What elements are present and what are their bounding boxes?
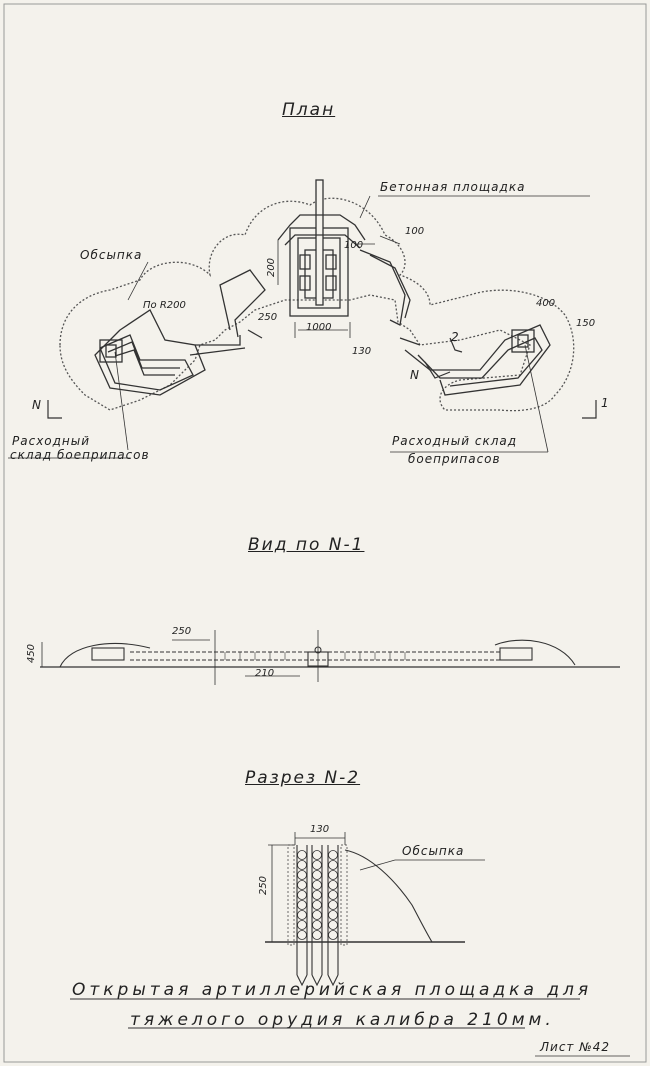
section-mark-n-mid: N xyxy=(410,368,420,382)
section-drawing xyxy=(265,832,485,987)
embankment-label: Обсыпка xyxy=(80,248,143,262)
dim-130-section: 130 xyxy=(310,824,330,835)
section-title: Разрез N-2 xyxy=(245,768,361,788)
left-trench xyxy=(219,269,266,338)
dim-150: 150 xyxy=(576,318,596,329)
dim-100-pit: 100 xyxy=(344,240,364,251)
section-embankment-slope xyxy=(344,849,433,943)
dim-250-section: 250 xyxy=(258,875,270,896)
logs-column-3 xyxy=(327,845,339,975)
dim-450: 450 xyxy=(26,643,38,664)
radius-label: По R200 xyxy=(143,300,186,311)
dim-210-view: 210 xyxy=(255,668,275,679)
plan-drawing xyxy=(8,179,597,459)
embankment-outline xyxy=(59,197,575,412)
dim-250-view: 250 xyxy=(172,626,192,637)
dim-130-plan: 130 xyxy=(352,346,372,357)
depot-left-line1: Расходный xyxy=(12,434,91,448)
log-circles xyxy=(297,850,338,940)
depot-right-line2: боеприпасов xyxy=(408,452,501,466)
dim-250-plan: 250 xyxy=(258,312,278,323)
sheet-border xyxy=(3,3,647,1063)
dim-100-right: 100 xyxy=(405,226,425,237)
logs-column-1 xyxy=(296,845,308,975)
plan-title: План xyxy=(282,100,336,120)
gun-barrel xyxy=(315,179,324,306)
depot-left-line2: склад боеприпасов xyxy=(10,448,150,462)
dim-200: 200 xyxy=(266,257,278,278)
right-trench xyxy=(404,324,551,396)
section-mark-2-mid: 2 xyxy=(451,330,460,344)
view-title: Вид по N-1 xyxy=(248,535,365,555)
logs-column-2 xyxy=(311,845,323,975)
caption-line1: Открытая артиллерийская площадка для xyxy=(72,980,593,1000)
concrete-pad-label: Бетонная площадка xyxy=(380,180,526,194)
view-drawing xyxy=(40,630,620,685)
depot-right-line1: Расходный склад xyxy=(392,434,518,448)
dim-400: 400 xyxy=(536,298,556,309)
sheet-number: Лист №42 xyxy=(540,1040,610,1054)
dim-1000: 1000 xyxy=(306,322,332,333)
section-embankment-label: Обсыпка xyxy=(402,844,465,858)
caption-line2: тяжелого орудия калибра 210мм. xyxy=(130,1010,555,1030)
section-mark-n-left: N xyxy=(32,398,42,412)
section-mark-1-right: 1 xyxy=(601,396,610,410)
